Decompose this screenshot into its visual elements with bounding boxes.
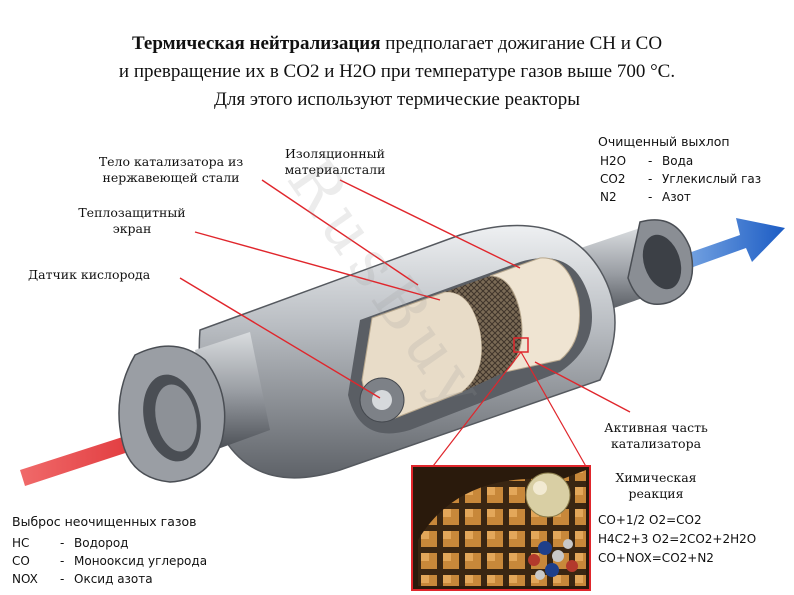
label-catalyst-body: Тело катализатора из нержавеющей стали bbox=[98, 154, 244, 185]
outlet-formula: CO2 bbox=[600, 172, 626, 186]
inlet-name: Водород bbox=[74, 536, 129, 550]
page-heading: Термическая нейтрализация предполагает д… bbox=[0, 30, 794, 114]
inlet-dash: - bbox=[60, 536, 65, 550]
inlet-dash: - bbox=[60, 572, 65, 586]
leader-heat-shield bbox=[194, 231, 441, 301]
heading-line-2: и превращение их в CO2 и H2O при темпера… bbox=[118, 61, 676, 82]
label-chemical-reaction: Химическая реакция bbox=[615, 470, 697, 501]
inlet-row-1: CO -Монооксид углерода bbox=[12, 552, 207, 570]
inlet-row-0: HC -Водород bbox=[12, 534, 128, 552]
leader-oxygen-sensor bbox=[179, 277, 381, 399]
outlet-row-1: CO2 -Углекислый газ bbox=[600, 170, 761, 188]
inlet-dash: - bbox=[60, 554, 65, 568]
label-active-part: Активная часть катализатора bbox=[604, 420, 708, 451]
outlet-dash: - bbox=[648, 154, 653, 168]
outlet-row-0: H2O -Вода bbox=[600, 152, 693, 170]
outlet-formula: N2 bbox=[600, 190, 617, 204]
label-insulation: Изоляционный материалстали bbox=[284, 146, 386, 177]
inlet-name: Оксид азота bbox=[74, 572, 153, 586]
label-oxygen-sensor: Датчик кислорода bbox=[28, 267, 151, 282]
leader-active-part bbox=[534, 361, 631, 413]
heading-line-1-rest: предполагает дожигание CH и CO bbox=[380, 33, 663, 54]
outlet-dash: - bbox=[648, 190, 653, 204]
outlet-name: Азот bbox=[662, 190, 691, 204]
heading-line-1: Термическая нейтрализация предполагает д… bbox=[0, 30, 794, 58]
heading-line-3: Для этого используют термические реактор… bbox=[214, 89, 580, 110]
reaction-2: CO+NOX=CO2+N2 bbox=[598, 551, 714, 565]
outlet-formula: H2O bbox=[600, 154, 627, 168]
inlet-name: Монооксид углерода bbox=[74, 554, 208, 568]
reaction-1: H4C2+3 O2=2CO2+2H2O bbox=[598, 532, 757, 546]
reaction-sphere bbox=[525, 472, 571, 518]
heading-bold-term: Термическая нейтрализация bbox=[131, 33, 381, 54]
label-heat-shield: Теплозащитный экран bbox=[78, 205, 186, 236]
molecule-cluster bbox=[528, 539, 578, 580]
mesh-layer bbox=[445, 276, 523, 392]
outlet-row-2: N2 -Азот bbox=[600, 188, 691, 206]
outlet-title: Очищенный выхлоп bbox=[598, 134, 730, 149]
outlet-name: Углекислый газ bbox=[662, 172, 762, 186]
inlet-row-2: NOX -Оксид азота bbox=[12, 570, 153, 588]
leader-insulation bbox=[339, 179, 521, 269]
outlet-name: Вода bbox=[662, 154, 694, 168]
inlet-title: Выброс неочищенных газов bbox=[12, 514, 197, 529]
leader-body bbox=[261, 179, 419, 286]
ceramic-block-front bbox=[489, 257, 581, 373]
outlet-dash: - bbox=[648, 172, 653, 186]
inlet-formula: NOX bbox=[12, 572, 38, 586]
inlet-formula: HC bbox=[12, 536, 30, 550]
inlet-formula: CO bbox=[12, 554, 30, 568]
reaction-0: CO+1/2 O2=CO2 bbox=[598, 513, 702, 527]
